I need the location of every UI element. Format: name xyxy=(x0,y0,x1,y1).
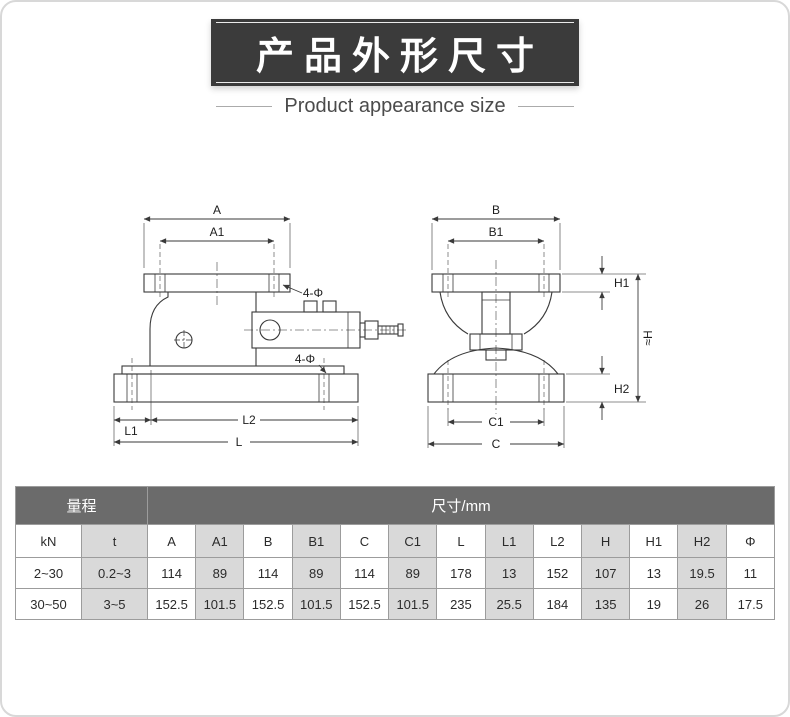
table-cell: 89 xyxy=(388,557,438,589)
table-cell: 3~5 xyxy=(80,588,149,620)
table-cell: 114 xyxy=(243,557,293,589)
dim-label-l2: L2 xyxy=(242,413,256,427)
right-view: B B1 H1 ≈H H2 C1 C xyxy=(427,203,655,451)
spacer-plate-left-view xyxy=(121,365,345,375)
right-center-lines xyxy=(447,244,545,414)
column-header-11: H xyxy=(580,524,631,558)
table-cell: 30~50 xyxy=(15,588,82,620)
column-header-9: L1 xyxy=(484,524,534,558)
stud-end xyxy=(397,323,404,337)
column-header-5: B1 xyxy=(291,524,341,558)
column-header-13: H2 xyxy=(677,524,727,558)
table-cell: 152.5 xyxy=(339,588,390,620)
dome-saddle xyxy=(433,347,559,375)
table-cell: 19 xyxy=(629,588,679,620)
table-cell: 25.5 xyxy=(484,588,534,620)
table-cell: 114 xyxy=(147,557,197,589)
page-subtitle: Product appearance size xyxy=(284,95,506,117)
column-header-2: A xyxy=(147,524,197,558)
column-header-4: B xyxy=(243,524,293,558)
subtitle-divider-left xyxy=(216,106,273,107)
table-cell: 101.5 xyxy=(195,588,245,620)
base-plate-right-view xyxy=(427,373,565,403)
top-plate-left-view xyxy=(143,273,291,293)
left-part xyxy=(113,273,404,403)
column-header-8: L xyxy=(436,524,486,558)
dim-label-h2: H2 xyxy=(614,382,630,396)
page-title: 产品外形尺寸 xyxy=(255,36,544,78)
right-part xyxy=(427,273,565,403)
range-group-header: 量程 xyxy=(14,486,149,525)
beam-hole xyxy=(259,319,281,341)
right-extension-lines xyxy=(427,223,646,448)
table-cell: 135 xyxy=(580,588,631,620)
column-header-1: t xyxy=(80,524,149,558)
dimensions-group-header: 尺寸/mm xyxy=(147,486,775,525)
dim-label-b: B xyxy=(492,203,500,217)
body-left-edge xyxy=(149,292,169,366)
dim-label-l: L xyxy=(236,435,243,449)
table-cell: 107 xyxy=(580,557,631,589)
table-cell: 178 xyxy=(436,557,486,589)
dim-label-h1: H1 xyxy=(614,276,630,290)
column-header-0: kN xyxy=(15,524,82,558)
table-cell: 101.5 xyxy=(291,588,341,620)
dim-label-l1: L1 xyxy=(124,424,138,438)
stem xyxy=(485,349,507,361)
table-cell: 26 xyxy=(677,588,727,620)
base-plate-left-view xyxy=(113,373,359,403)
table-cell: 152.5 xyxy=(147,588,197,620)
table-cell: 0.2~3 xyxy=(80,557,149,589)
table-cell: 89 xyxy=(195,557,245,589)
table-group-header-row: 量程 尺寸/mm xyxy=(14,486,775,525)
table-cell: 101.5 xyxy=(388,588,438,620)
table-cell: 235 xyxy=(436,588,486,620)
table-cell: 2~30 xyxy=(15,557,82,589)
table-cell: 17.5 xyxy=(725,588,776,620)
left-dim-labels: A A1 4-Φ 4-Φ L1 L2 L xyxy=(124,203,323,449)
bell-right-edge xyxy=(523,291,553,335)
left-view: A A1 4-Φ 4-Φ L1 L2 L xyxy=(113,203,406,449)
table-cell: 152.5 xyxy=(243,588,293,620)
beam-bolt xyxy=(303,300,318,313)
column-header-12: H1 xyxy=(629,524,679,558)
table-cell: 89 xyxy=(291,557,341,589)
column-header-7: C1 xyxy=(388,524,438,558)
title-banner: 产品外形尺寸 xyxy=(211,19,579,86)
table-cell: 184 xyxy=(532,588,582,620)
right-dimension-lines xyxy=(427,216,641,447)
dim-label-a: A xyxy=(213,203,221,217)
dim-label-c1: C1 xyxy=(488,415,504,429)
dim-label-c: C xyxy=(492,437,501,451)
table-cell: 13 xyxy=(629,557,679,589)
dim-label-phi-top: 4-Φ xyxy=(303,286,323,300)
technical-drawing: A A1 4-Φ 4-Φ L1 L2 L xyxy=(113,203,655,451)
subtitle-divider-right xyxy=(517,106,574,107)
dim-label-a1: A1 xyxy=(210,225,225,239)
table-cell: 19.5 xyxy=(677,557,727,589)
dim-label-h: ≈H xyxy=(641,330,655,345)
column-header-6: C xyxy=(339,524,390,558)
dim-label-phi-bottom: 4-Φ xyxy=(295,352,315,366)
table-cell: 11 xyxy=(725,557,776,589)
left-extension-lines xyxy=(113,223,359,446)
column-header-3: A1 xyxy=(195,524,245,558)
column-header-14: Φ xyxy=(725,524,776,558)
column-header-10: L2 xyxy=(532,524,582,558)
table-cell: 152 xyxy=(532,557,582,589)
table-cell: 13 xyxy=(484,557,534,589)
table-cell: 114 xyxy=(339,557,390,589)
beam-bolt xyxy=(322,300,337,313)
bell-left-edge xyxy=(439,291,469,335)
subtitle-row: Product appearance size xyxy=(2,95,788,118)
dim-label-b1: B1 xyxy=(489,225,504,239)
right-dim-labels: B B1 H1 ≈H H2 C1 C xyxy=(488,203,655,451)
